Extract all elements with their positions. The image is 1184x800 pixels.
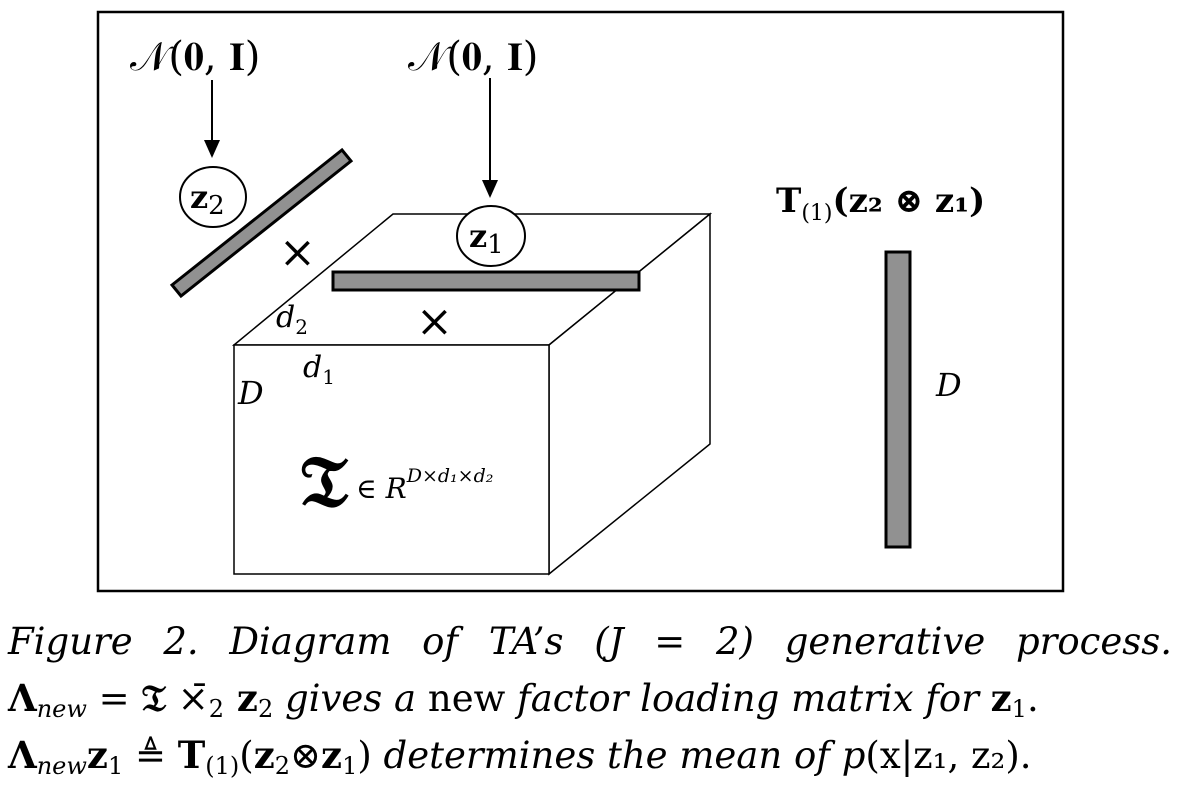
z1-node [456, 205, 526, 267]
d1-label: d1 [303, 350, 335, 389]
figure-caption: Figure 2. Diagram of TA’s (J = 2) genera… [8, 614, 1172, 784]
caption-word: of [422, 620, 459, 663]
caption-line-2: Λnew = 𝔗 ×̄2 z2 gives a new factor loadi… [8, 670, 1172, 727]
cube-D-label: D [237, 374, 264, 412]
tensor-space-label: ∈ RD×d₁×d₂ [356, 465, 493, 505]
result-D-label: D [935, 366, 962, 404]
arrowhead-left [204, 140, 220, 158]
z2-vector-bar [169, 147, 354, 299]
z1-vector-bar [331, 270, 641, 292]
caption-word: TA’s [488, 620, 564, 663]
caption-word: generative [784, 620, 986, 663]
tensor-symbol: 𝔗 [300, 438, 349, 523]
arrowhead-right [482, 180, 498, 198]
result-label: T(1)(z₂ ⊗ z₁) [776, 181, 985, 226]
z1-label: z1 [469, 217, 504, 260]
caption-word: process. [1015, 620, 1172, 663]
times-right: × [416, 296, 453, 347]
prior-left-label: 𝒩(𝟎, 𝐈) [130, 34, 260, 80]
caption-line-1: Figure 2. Diagram of TA’s (J = 2) genera… [8, 614, 1172, 670]
caption-word: = [654, 620, 686, 663]
figure-frame [96, 10, 1065, 593]
caption-word: Diagram [229, 620, 392, 663]
caption-word: Figure [8, 620, 133, 663]
caption-word: 2. [163, 620, 199, 663]
times-left: × [279, 227, 316, 278]
caption-line-3-text: Λnewz1 ≜ T(1)(z2⊗z1) determines the mean… [8, 733, 1032, 780]
caption-line-3: Λnewz1 ≜ T(1)(z2⊗z1) determines the mean… [8, 727, 1172, 784]
caption-word: (J [594, 620, 624, 663]
caption-line-2-text: Λnew = 𝔗 ×̄2 z2 gives a new factor loadi… [8, 676, 1039, 723]
d2-label: d2 [276, 300, 308, 339]
z2-node [179, 166, 247, 228]
cube-front-face [233, 344, 550, 575]
caption-word: 2) [716, 620, 754, 663]
prior-right-label: 𝒩(𝟎, 𝐈) [408, 34, 538, 80]
z2-label: z2 [190, 178, 225, 221]
tensor-diagram: 𝒩(𝟎, 𝐈) 𝒩(𝟎, 𝐈) z2 × z1 × d2 d1 D 𝔗 ∈ RD… [96, 10, 1065, 593]
result-vector-bar [884, 250, 912, 549]
